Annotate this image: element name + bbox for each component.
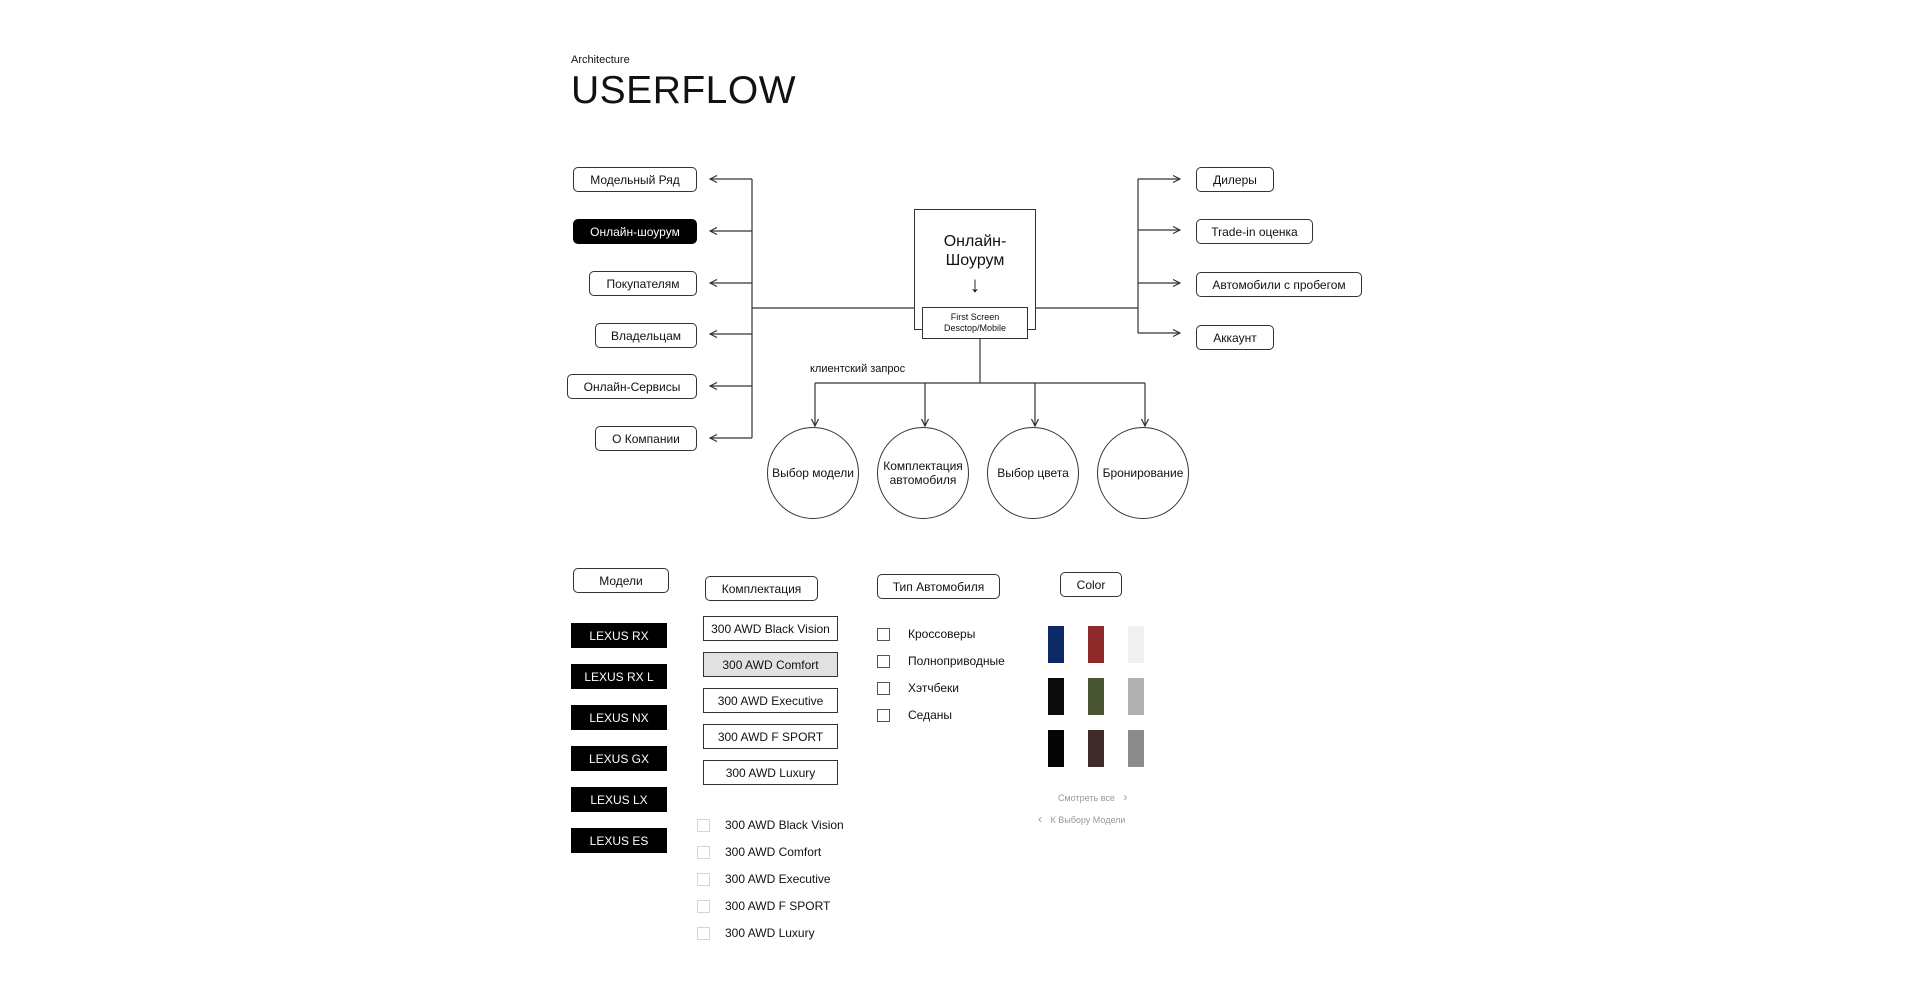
- client-request-label: клиентский запрос: [810, 363, 906, 375]
- trim-button[interactable]: 300 AWD Luxury: [703, 760, 838, 785]
- online-showroom-title: Онлайн- Шоурум: [915, 232, 1035, 270]
- trim-checkbox-label: 300 AWD Black Vision: [725, 818, 844, 832]
- step-model-choice[interactable]: Выбор модели: [767, 427, 859, 519]
- color-swatch-white[interactable]: [1128, 626, 1144, 663]
- trim-button-selected[interactable]: 300 AWD Comfort: [703, 652, 838, 677]
- model-button[interactable]: LEXUS RX L: [571, 664, 667, 689]
- checkbox[interactable]: [697, 899, 710, 913]
- model-button[interactable]: LEXUS GX: [571, 746, 667, 771]
- first-screen-label: First Screen: [950, 312, 1000, 322]
- checkbox[interactable]: [697, 926, 710, 940]
- car-type-header: Тип Автомобиля: [877, 574, 1000, 599]
- car-type-option[interactable]: Кроссоверы: [877, 627, 975, 641]
- color-swatch-brown[interactable]: [1088, 730, 1104, 767]
- trim-checkbox-row[interactable]: 300 AWD F SPORT: [697, 899, 830, 913]
- trim-checkbox-label: 300 AWD F SPORT: [725, 899, 831, 913]
- step-label: Бронирование: [1102, 466, 1184, 480]
- checkbox[interactable]: [877, 708, 890, 722]
- trim-button[interactable]: 300 AWD F SPORT: [703, 724, 838, 749]
- model-button[interactable]: LEXUS ES: [571, 828, 667, 853]
- car-type-option[interactable]: Полноприводные: [877, 654, 1005, 668]
- trim-checkbox-row[interactable]: 300 AWD Luxury: [697, 926, 815, 940]
- menu-item-online-services[interactable]: Онлайн-Сервисы: [567, 374, 697, 399]
- trim-button[interactable]: 300 AWD Executive: [703, 688, 838, 713]
- trim-checkbox-label: 300 AWD Comfort: [725, 845, 822, 859]
- trim-button[interactable]: 300 AWD Black Vision: [703, 616, 838, 641]
- car-type-label: Кроссоверы: [908, 627, 976, 641]
- arrow-down-icon: ↓: [969, 272, 981, 297]
- model-button[interactable]: LEXUS RX: [571, 623, 667, 648]
- model-button[interactable]: LEXUS NX: [571, 705, 667, 730]
- menu-item-account[interactable]: Аккаунт: [1196, 325, 1274, 350]
- menu-item-buyers[interactable]: Покупателям: [589, 271, 697, 296]
- checkbox[interactable]: [697, 845, 710, 859]
- step-label-line2: автомобиля: [889, 473, 957, 487]
- page-title: USERFLOW: [571, 69, 797, 112]
- step-label: Комплектация: [883, 459, 963, 473]
- trim-checkbox-row[interactable]: 300 AWD Black Vision: [697, 818, 844, 832]
- section-label: Architecture: [571, 54, 630, 66]
- see-all-label: Смотреть все: [1058, 793, 1115, 803]
- car-type-option[interactable]: Седаны: [877, 708, 952, 722]
- trim-checkbox-row[interactable]: 300 AWD Comfort: [697, 845, 821, 859]
- car-type-label: Седаны: [908, 708, 953, 722]
- menu-item-about-company[interactable]: О Компании: [595, 426, 697, 451]
- first-screen-node: First Screen Desctop/Mobile: [922, 307, 1028, 339]
- checkbox[interactable]: [697, 872, 710, 886]
- color-swatch-jet-black[interactable]: [1048, 730, 1064, 767]
- color-swatch-navy[interactable]: [1048, 626, 1064, 663]
- menu-item-online-showroom[interactable]: Онлайн-шоурум: [573, 219, 697, 244]
- back-to-model-label: К Выбору Модели: [1050, 815, 1126, 825]
- menu-item-used-cars[interactable]: Автомобили с пробегом: [1196, 272, 1362, 297]
- chevron-left-icon: ‹: [1038, 812, 1042, 826]
- model-button[interactable]: LEXUS LX: [571, 787, 667, 812]
- color-swatch-black[interactable]: [1048, 678, 1064, 715]
- checkbox[interactable]: [877, 681, 890, 695]
- car-type-option[interactable]: Хэтчбеки: [877, 681, 959, 695]
- online-showroom-title-line2: Шоурум: [945, 252, 1005, 269]
- configuration-header: Комплектация: [705, 576, 818, 601]
- color-swatch-light-gray[interactable]: [1128, 678, 1144, 715]
- menu-item-model-range[interactable]: Модельный Ряд: [573, 167, 697, 192]
- trim-checkbox-label: 300 AWD Luxury: [725, 926, 815, 940]
- step-color-choice[interactable]: Выбор цвета: [987, 427, 1079, 519]
- see-all-link[interactable]: Смотреть все ›: [1058, 790, 1127, 804]
- menu-item-dealers[interactable]: Дилеры: [1196, 167, 1274, 192]
- color-header: Color: [1060, 572, 1122, 597]
- first-screen-platform: Desctop/Mobile: [943, 323, 1007, 333]
- color-swatch-gray[interactable]: [1128, 730, 1144, 767]
- menu-item-owners[interactable]: Владельцам: [595, 323, 697, 348]
- checkbox[interactable]: [697, 818, 710, 832]
- step-configuration[interactable]: Комплектация автомобиля: [877, 427, 969, 519]
- step-label: Выбор цвета: [997, 466, 1069, 480]
- checkbox[interactable]: [877, 627, 890, 641]
- trim-checkbox-label: 300 AWD Executive: [725, 872, 831, 886]
- models-header: Модели: [573, 568, 669, 593]
- checkbox[interactable]: [877, 654, 890, 668]
- menu-item-trade-in[interactable]: Trade-in оценка: [1196, 219, 1313, 244]
- step-label: Выбор модели: [772, 466, 854, 480]
- step-booking[interactable]: Бронирование: [1097, 427, 1189, 519]
- online-showroom-title-line1: Онлайн-: [943, 233, 1007, 250]
- chevron-right-icon: ›: [1123, 790, 1128, 804]
- car-type-label: Полноприводные: [908, 654, 1005, 668]
- trim-checkbox-row[interactable]: 300 AWD Executive: [697, 872, 831, 886]
- back-to-model-link[interactable]: ‹ К Выбору Модели: [1038, 812, 1125, 826]
- color-swatch-olive[interactable]: [1088, 678, 1104, 715]
- color-swatch-red[interactable]: [1088, 626, 1104, 663]
- car-type-label: Хэтчбеки: [908, 681, 959, 695]
